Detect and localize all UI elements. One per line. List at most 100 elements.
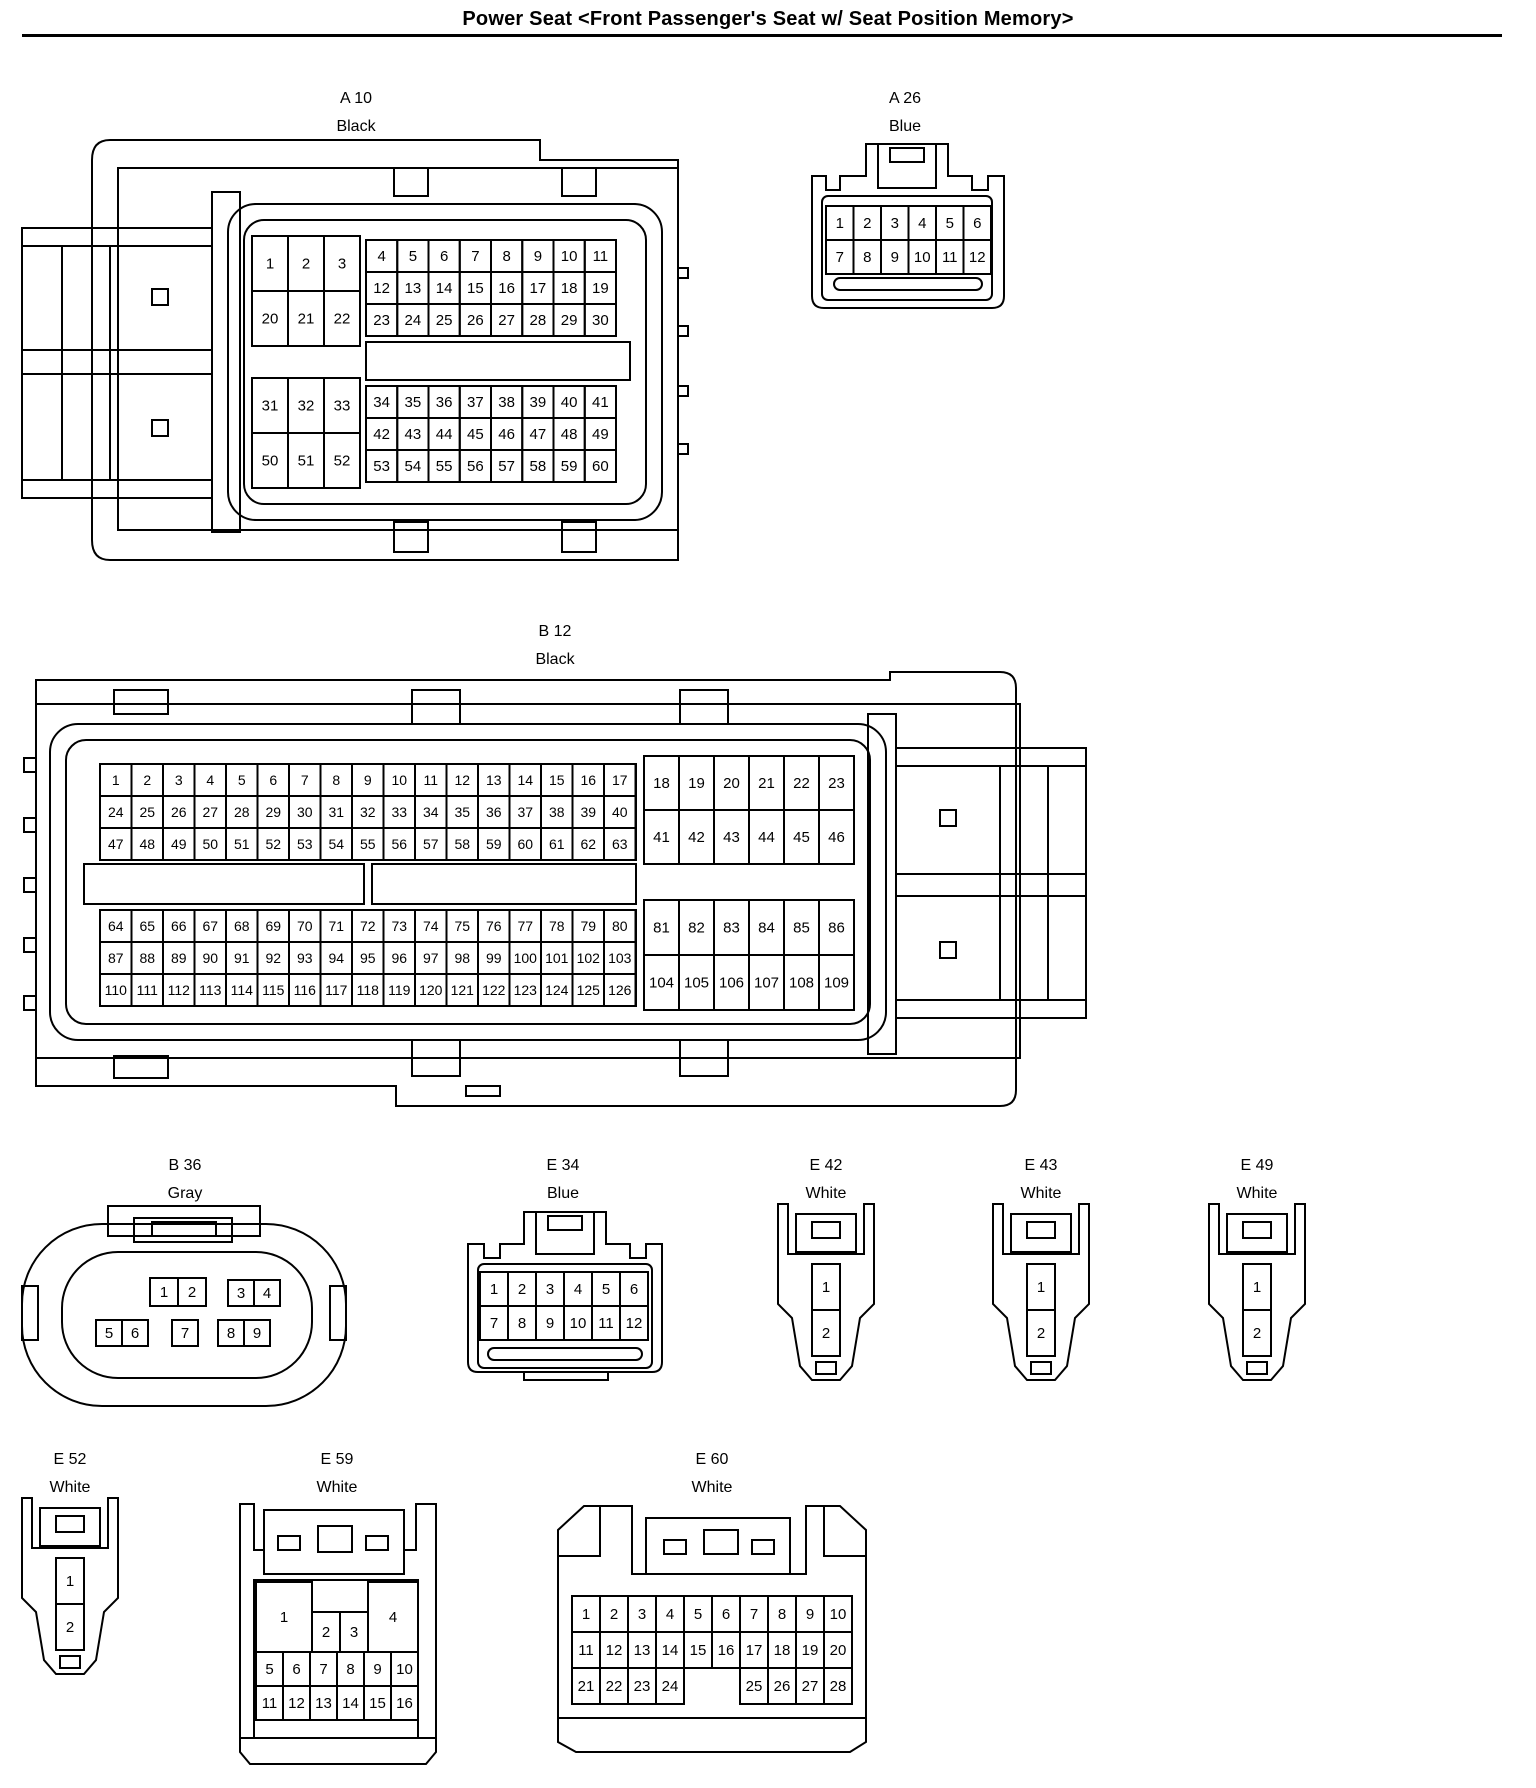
pin-e60-28: 28 [823, 1667, 853, 1705]
svg-text:44: 44 [436, 426, 453, 443]
pin-b12-31: 31 [319, 795, 353, 829]
pin-a10-2: 2 [287, 235, 325, 292]
svg-text:24: 24 [108, 804, 124, 820]
pin-b12-20: 20 [713, 755, 750, 811]
svg-text:114: 114 [231, 982, 254, 998]
pin-b12-123: 123 [508, 973, 542, 1007]
page-title: Power Seat <Front Passenger's Seat w/ Se… [462, 8, 1074, 30]
pin-b12-55: 55 [351, 827, 385, 861]
svg-text:2: 2 [302, 256, 310, 273]
svg-text:56: 56 [467, 458, 484, 475]
svg-text:2: 2 [188, 1284, 196, 1301]
svg-text:30: 30 [297, 804, 313, 820]
pin-b12-81: 81 [643, 899, 680, 956]
svg-text:53: 53 [373, 458, 390, 475]
svg-text:9: 9 [546, 1315, 554, 1332]
svg-text:8: 8 [346, 1661, 354, 1678]
svg-text:46: 46 [828, 829, 845, 846]
pin-b36-2: 2 [177, 1277, 207, 1307]
svg-text:67: 67 [202, 918, 218, 934]
pin-e59-1: 1 [255, 1581, 313, 1653]
pin-a10-34: 34 [365, 385, 399, 419]
svg-text:88: 88 [139, 950, 155, 966]
svg-text:45: 45 [467, 426, 484, 443]
pin-b12-59: 59 [477, 827, 511, 861]
svg-text:33: 33 [334, 398, 351, 415]
connector-e59-housing [239, 1503, 437, 1765]
pin-b12-80: 80 [603, 909, 637, 943]
pin-a26-6: 6 [962, 205, 992, 241]
pin-b12-99: 99 [477, 941, 511, 975]
pin-b12-102: 102 [571, 941, 605, 975]
pin-b12-26: 26 [162, 795, 196, 829]
svg-text:5: 5 [946, 215, 954, 232]
pin-a10-22: 22 [323, 290, 361, 347]
pin-b12-29: 29 [256, 795, 290, 829]
pin-b12-93: 93 [288, 941, 322, 975]
svg-text:10: 10 [396, 1661, 413, 1678]
svg-text:76: 76 [486, 918, 502, 934]
svg-text:4: 4 [389, 1609, 397, 1626]
pin-e59-5: 5 [255, 1651, 284, 1687]
svg-text:71: 71 [328, 918, 344, 934]
svg-text:15: 15 [690, 1642, 707, 1659]
svg-text:52: 52 [265, 836, 281, 852]
svg-text:11: 11 [593, 248, 609, 265]
pin-b12-49: 49 [162, 827, 196, 861]
connector-a26-code: A 26 [889, 90, 921, 107]
pin-e34-11: 11 [591, 1305, 621, 1341]
svg-text:34: 34 [373, 394, 390, 411]
pin-a10-55: 55 [427, 449, 461, 483]
pin-e52-1: 1 [55, 1557, 85, 1605]
pin-b12-53: 53 [288, 827, 322, 861]
pin-b12-44: 44 [748, 809, 785, 865]
pin-b12-94: 94 [319, 941, 353, 975]
connector-b36-code: B 36 [169, 1157, 202, 1174]
pin-a10-52: 52 [323, 432, 361, 489]
pin-a10-10: 10 [552, 239, 586, 273]
connector-e60-housing [557, 1505, 867, 1753]
pin-a10-37: 37 [458, 385, 492, 419]
pin-e60-7: 7 [739, 1595, 769, 1633]
svg-text:3: 3 [237, 1285, 245, 1302]
pin-b12-72: 72 [351, 909, 385, 943]
connector-e60-color: White [692, 1479, 733, 1496]
pin-a10-50: 50 [251, 432, 289, 489]
svg-text:31: 31 [262, 398, 279, 415]
svg-text:2: 2 [143, 772, 151, 788]
svg-text:18: 18 [774, 1642, 791, 1659]
pin-b12-32: 32 [351, 795, 385, 829]
pin-b36-4: 4 [253, 1279, 281, 1307]
pin-b12-38: 38 [540, 795, 574, 829]
svg-text:91: 91 [234, 950, 250, 966]
connector-e49-pins: 12 [1242, 1263, 1272, 1357]
svg-text:16: 16 [718, 1642, 735, 1659]
svg-text:77: 77 [517, 918, 533, 934]
pin-b12-58: 58 [445, 827, 479, 861]
pin-b12-17: 17 [603, 763, 637, 797]
svg-text:115: 115 [262, 982, 285, 998]
svg-text:10: 10 [391, 772, 407, 788]
pin-b12-40: 40 [603, 795, 637, 829]
pin-e59-8: 8 [336, 1651, 365, 1687]
pin-a10-31: 31 [251, 377, 289, 434]
svg-text:1: 1 [266, 256, 274, 273]
svg-text:3: 3 [638, 1606, 646, 1623]
svg-text:19: 19 [802, 1642, 819, 1659]
svg-text:6: 6 [722, 1606, 730, 1623]
pin-e43-2: 2 [1026, 1309, 1056, 1357]
pin-b36-5: 5 [95, 1319, 123, 1347]
svg-text:3: 3 [350, 1624, 358, 1641]
svg-text:84: 84 [758, 920, 775, 937]
connector-e43-pins: 12 [1026, 1263, 1056, 1357]
pin-a26-5: 5 [935, 205, 965, 241]
pin-e60-15: 15 [683, 1631, 713, 1669]
pin-b12-23: 23 [818, 755, 855, 811]
pin-b12-43: 43 [713, 809, 750, 865]
svg-text:79: 79 [580, 918, 596, 934]
